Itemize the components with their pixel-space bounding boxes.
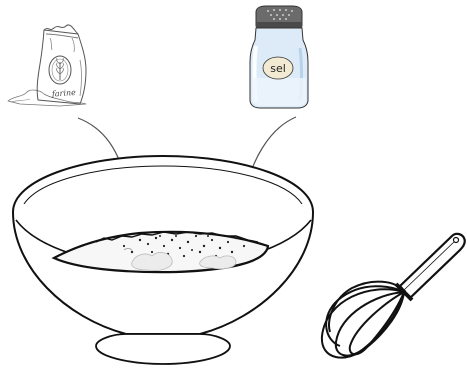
salt-shaker-icon	[250, 6, 308, 108]
salt-label: sel	[270, 62, 286, 75]
flour-label: farine	[51, 88, 77, 99]
whisk-icon	[322, 234, 465, 358]
